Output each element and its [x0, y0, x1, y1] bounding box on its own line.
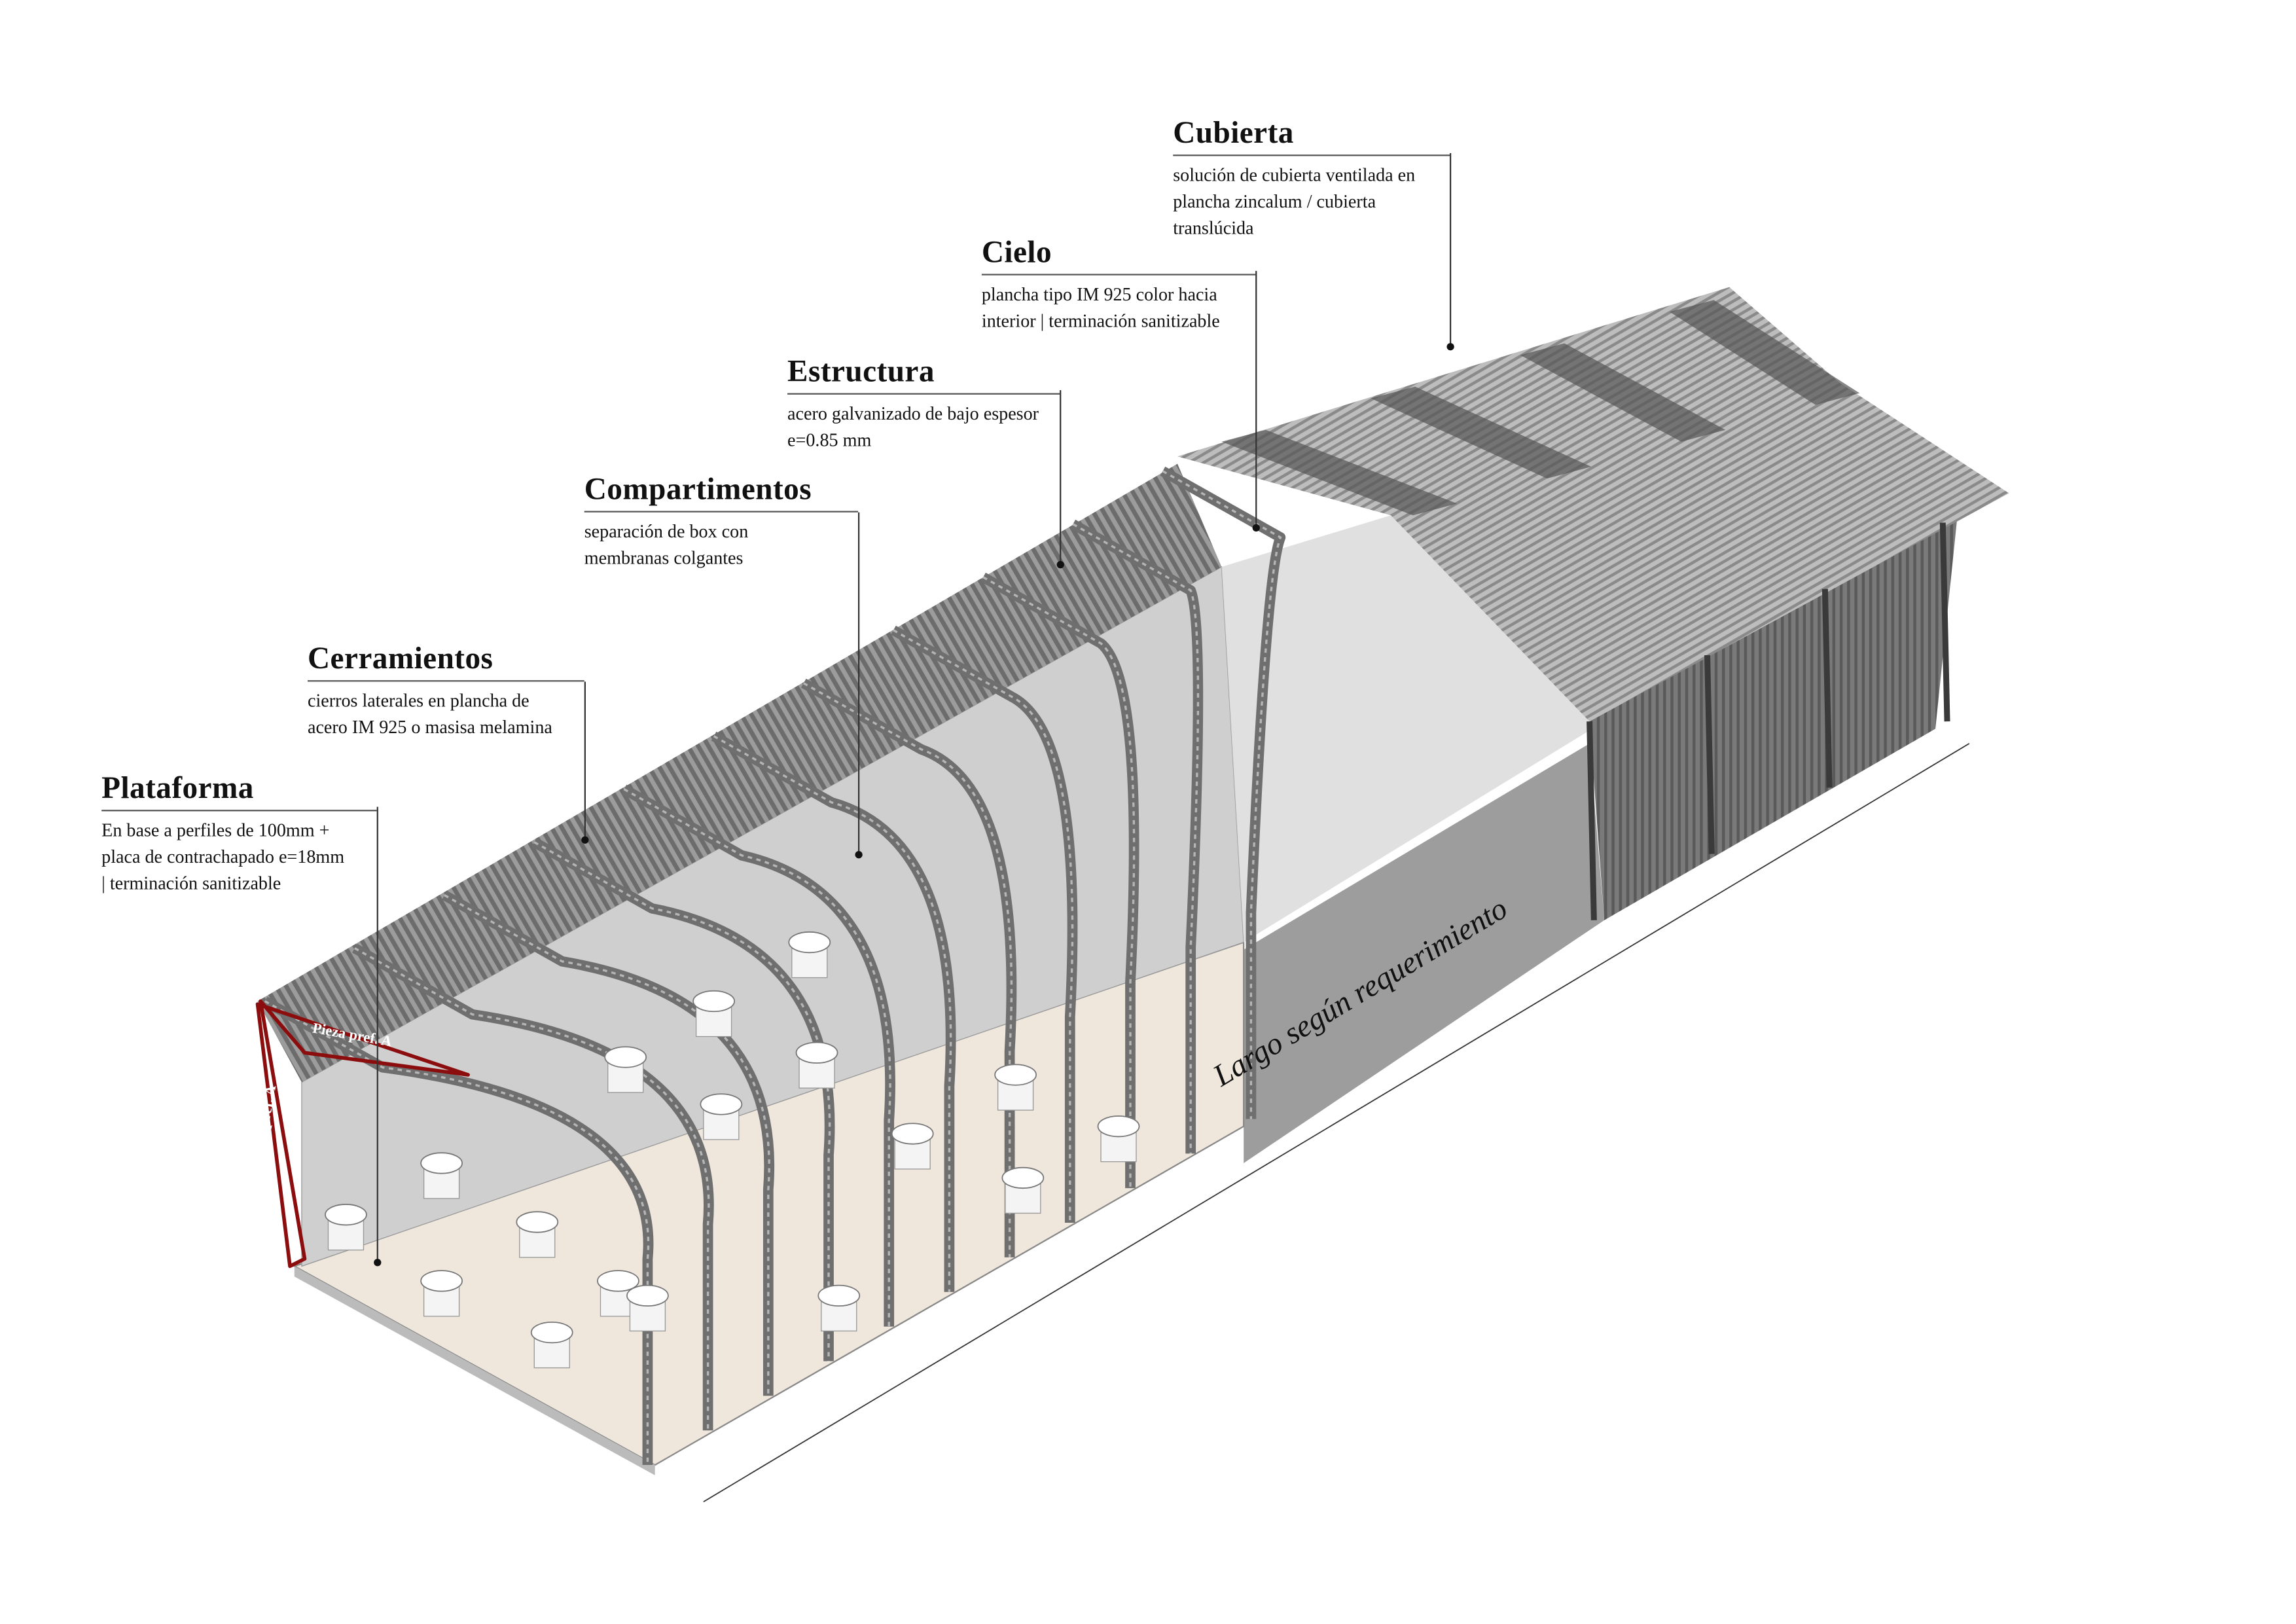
steel-arch-lattice: [264, 1000, 650, 1466]
steel-arch-lattice: [623, 788, 891, 1327]
leader-dot: [1252, 524, 1260, 532]
callout-title: Estructura: [787, 353, 935, 389]
roof-translucent-band: [1221, 429, 1458, 516]
roof-translucent-band: [1669, 300, 1860, 405]
leader-dot: [855, 851, 863, 859]
callout-cielo: Cielo plancha tipo IM 925 color hacia in…: [981, 234, 1256, 334]
table-top: [626, 1284, 669, 1307]
steel-arch-lattice: [1072, 523, 1200, 1154]
leader-line: [376, 806, 378, 1262]
leader-dot: [374, 1259, 382, 1267]
side-column: [1704, 655, 1715, 854]
steel-arch-frame: [531, 837, 835, 1362]
callout-plataforma: Plataforma En base a perfiles de 100mm +…: [101, 770, 377, 896]
table-top: [516, 1211, 559, 1233]
table-top: [325, 1204, 367, 1226]
steel-arch-lattice: [893, 629, 1074, 1223]
steel-arch-lattice: [982, 576, 1136, 1189]
table-top: [700, 1093, 743, 1115]
table-top: [420, 1270, 463, 1292]
callout-cubierta: Cubierta solución de cubierta ventilada …: [1173, 115, 1450, 241]
steel-arch-lattice: [1162, 470, 1282, 1119]
callout-body: cierros laterales en plancha de acero IM…: [307, 690, 552, 738]
translucent-side-wall: [1244, 743, 1605, 1163]
steel-arch-lattice: [802, 682, 1013, 1257]
roof-translucent-band: [1371, 386, 1592, 479]
table-top: [420, 1152, 463, 1174]
table-top: [1001, 1166, 1045, 1189]
table-top: [597, 1270, 639, 1292]
table-top: [530, 1321, 573, 1344]
callout-title: Cerramientos: [307, 640, 493, 676]
prefab-piece-a-outline: [255, 999, 470, 1269]
roof-translucent-bands: [1221, 300, 1860, 516]
leader-dot: [581, 836, 589, 844]
steel-arch-lattice: [354, 947, 710, 1431]
table-top: [994, 1064, 1037, 1086]
platform-edge: [294, 1266, 655, 1475]
table-top: [788, 931, 831, 954]
enclosed-side-wall: [1589, 515, 1958, 920]
leader-line: [1060, 390, 1062, 564]
table-top: [891, 1123, 934, 1145]
leader-dot: [1446, 343, 1454, 351]
side-column: [1939, 522, 1950, 722]
dimension-line: [703, 743, 1970, 1503]
tables: [325, 931, 1140, 1369]
side-column: [1587, 721, 1597, 920]
roof-front-slope: [1391, 382, 2009, 722]
steel-arch-lattice: [713, 735, 952, 1292]
leader-dot: [1056, 560, 1064, 569]
callout-body: acero galvanizado de bajo espesor e=0.85…: [787, 403, 1039, 451]
callout-body: En base a perfiles de 100mm + placa de c…: [101, 820, 345, 894]
callout-cerramientos: Cerramientos cierros laterales en planch…: [307, 640, 584, 740]
side-column: [1821, 588, 1833, 788]
table-top: [604, 1046, 647, 1068]
leader-line: [584, 681, 586, 840]
callout-title: Cielo: [981, 234, 1052, 270]
leader-line: [1255, 270, 1257, 528]
callout-title: Plataforma: [101, 770, 254, 806]
callout-title: Cubierta: [1173, 115, 1294, 151]
leader-line: [857, 512, 860, 854]
callout-body: separación de box con membranas colgante…: [584, 521, 749, 569]
translucent-ceiling: [1221, 515, 1605, 943]
callout-estructura: Estructura acero galvanizado de bajo esp…: [787, 353, 1060, 454]
table-top: [817, 1284, 861, 1307]
leader-line: [1449, 153, 1452, 346]
table-top: [1097, 1115, 1140, 1138]
callout-body: plancha tipo IM 925 color hacia interior…: [981, 284, 1220, 332]
roof-translucent-band: [1520, 343, 1726, 442]
callout-body: solución de cubierta ventilada en planch…: [1173, 164, 1416, 239]
steel-frames: [262, 466, 1950, 1466]
table-top: [692, 990, 736, 1013]
roof-back-slope: [1177, 287, 1840, 516]
callout-title: Compartimentos: [584, 471, 812, 507]
callout-compartimentos: Compartimentos separación de box con mem…: [584, 471, 858, 571]
table-top: [795, 1041, 838, 1064]
